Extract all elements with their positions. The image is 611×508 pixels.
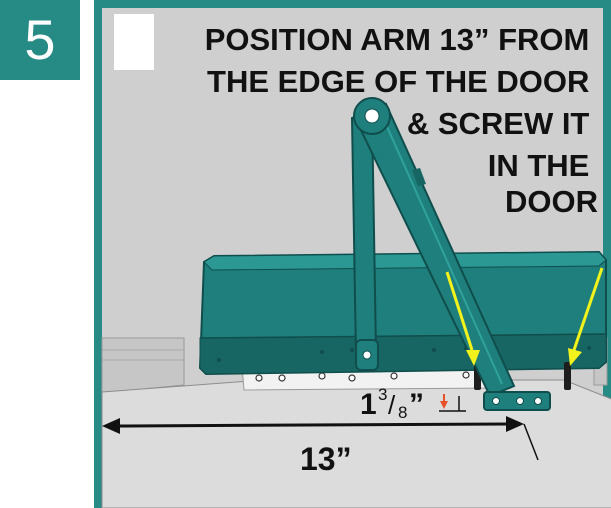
offset-slash: / [388, 390, 396, 420]
instruction-line-2: THE EDGE OF THE DOOR [207, 64, 589, 99]
offset-unit: ” [409, 388, 424, 421]
step-badge: 5 [0, 0, 80, 80]
instruction-line-3: & SCREW IT [407, 106, 590, 141]
screw-right [564, 362, 571, 390]
door-frame-header [101, 337, 185, 394]
offset-dimension-label: 1 3 / 8 ” [360, 385, 424, 422]
white-square [114, 14, 154, 70]
instruction-text: POSITION ARM 13” FROM THE EDGE OF THE DO… [205, 22, 598, 219]
instruction-line-5: DOOR [505, 184, 598, 219]
offset-marker [439, 394, 466, 412]
pointer-arrow-right [568, 267, 604, 366]
offset-whole: 1 [360, 388, 377, 421]
plate-holes [255, 371, 490, 382]
instruction-line-1: POSITION ARM 13” FROM [205, 22, 590, 57]
arm-shoe [483, 391, 551, 411]
door-closer-illustration: POSITION ARM 13” FROM THE EDGE OF THE DO… [94, 0, 611, 508]
main-arm [350, 110, 379, 371]
offset-denominator: 8 [398, 403, 407, 422]
step-number: 5 [24, 8, 56, 71]
arm-distance-label: 13” [300, 441, 352, 477]
offset-numerator: 3 [378, 385, 387, 404]
closer-body [198, 250, 607, 376]
arm-pivot [353, 97, 391, 135]
dimension-arrow [102, 416, 539, 461]
pointer-arrow-left [445, 271, 480, 366]
instruction-line-4: IN THE [488, 148, 590, 183]
illustration-panel: POSITION ARM 13” FROM THE EDGE OF THE DO… [94, 0, 611, 508]
